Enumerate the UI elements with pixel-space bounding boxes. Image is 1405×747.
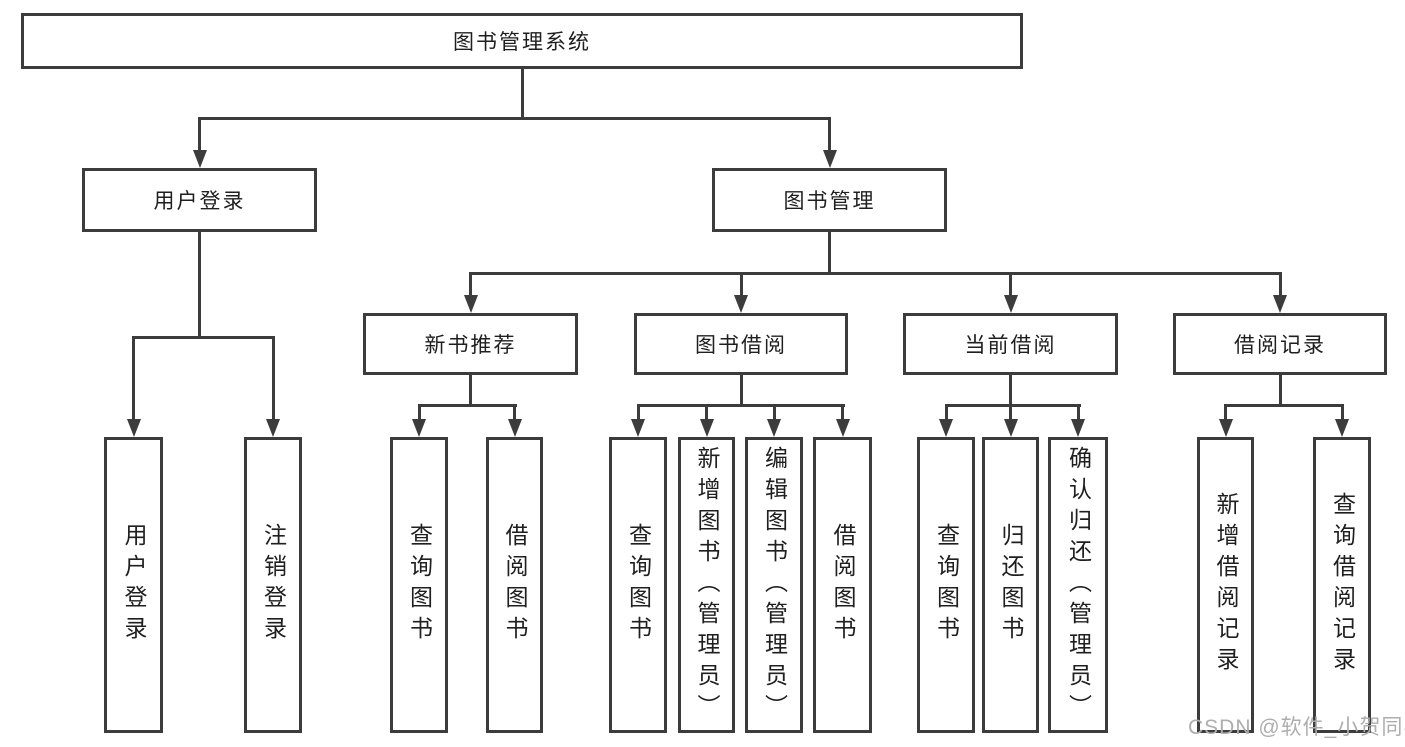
connector-records-stub: [1278, 375, 1282, 407]
arrowhead-r2: [507, 419, 522, 437]
arrowhead-leaf-logout: [266, 419, 280, 437]
connector-current-stub: [1009, 375, 1012, 407]
connector-bookmgmt-stub: [828, 232, 831, 275]
arrowhead-leaf-login: [126, 419, 141, 437]
leaf-query-books-recommend: 查询图书: [390, 437, 448, 733]
connector-drop-c3: [1076, 404, 1080, 421]
leaf-return-books: 归还图书: [982, 437, 1039, 733]
connector-drop-current: [1009, 272, 1012, 298]
connector-drop-leaf-login: [132, 336, 135, 421]
arrowhead-j2: [1335, 419, 1349, 437]
leaf-logout: 注销登录: [244, 437, 302, 733]
connector-drop-c2: [1009, 404, 1012, 421]
connector-drop-records: [1278, 272, 1282, 298]
leaf-add-borrow-record: 新增借阅记录: [1197, 437, 1254, 733]
node-new-book-recommend: 新书推荐: [363, 313, 578, 375]
connector-drop-leaf-logout: [271, 336, 275, 421]
connector-root-horizontal: [198, 117, 831, 120]
connector-drop-user-login: [198, 117, 201, 153]
leaf-borrow-books: 借阅图书: [813, 437, 872, 733]
connector-drop-r1: [417, 404, 421, 421]
leaf-user-login: 用户登录: [104, 437, 163, 733]
connector-drop-j2: [1340, 404, 1344, 421]
arrowhead-c2: [1003, 419, 1018, 437]
connector-userlogin-stub: [198, 232, 201, 339]
connector-drop-j1: [1224, 404, 1227, 421]
connector-recommend-stub: [469, 375, 472, 407]
node-book-management: 图书管理: [712, 168, 947, 232]
leaf-confirm-return-admin: 确认归还（管理员）: [1048, 437, 1108, 733]
arrowhead-b3: [767, 419, 781, 437]
connector-records-horizontal: [1224, 404, 1344, 407]
connector-drop-borrow: [739, 272, 743, 298]
node-root-library-system: 图书管理系统: [21, 13, 1023, 69]
connector-drop-b1: [636, 404, 640, 421]
arrowhead-c3: [1071, 419, 1085, 437]
leaf-query-books-borrow: 查询图书: [609, 437, 667, 733]
arrowhead-j1: [1218, 419, 1233, 437]
connector-drop-b4: [841, 404, 844, 421]
arrowhead-c1: [939, 419, 953, 437]
arrowhead-b1: [631, 419, 645, 437]
node-borrow-records: 借阅记录: [1173, 313, 1387, 375]
leaf-query-borrow-record: 查询借阅记录: [1313, 437, 1371, 733]
leaf-query-books-current: 查询图书: [917, 437, 975, 733]
connector-borrow-horizontal: [636, 404, 845, 407]
connector-userlogin-horizontal: [132, 336, 275, 339]
arrowhead-records: [1273, 295, 1287, 313]
arrowhead-user-login: [192, 150, 207, 168]
connector-drop-recommend: [469, 272, 472, 298]
connector-drop-b3: [772, 404, 776, 421]
node-user-login: 用户登录: [82, 168, 317, 232]
node-current-borrow: 当前借阅: [903, 313, 1118, 375]
connector-root-stub: [520, 69, 524, 120]
arrowhead-r1: [412, 419, 426, 437]
csdn-watermark: CSDN @软件_小贺同学: [1188, 716, 1405, 739]
leaf-add-books-admin: 新增图书（管理员）: [678, 437, 735, 733]
connector-drop-c1: [944, 404, 948, 421]
connector-drop-r2: [513, 404, 516, 421]
connector-borrow-stub: [739, 375, 743, 407]
arrowhead-b4: [835, 419, 850, 437]
arrowhead-book-management: [822, 150, 837, 168]
arrowhead-recommend: [463, 295, 478, 313]
node-book-borrow: 图书借阅: [634, 313, 848, 375]
arrowhead-borrow: [734, 295, 748, 313]
connector-current-horizontal: [944, 404, 1081, 407]
leaf-borrow-books-recommend: 借阅图书: [486, 437, 543, 733]
leaf-edit-books-admin: 编辑图书（管理员）: [745, 437, 803, 733]
arrowhead-b2: [699, 419, 714, 437]
connector-recommend-horizontal: [417, 404, 517, 407]
connector-drop-book-management: [828, 117, 831, 153]
arrowhead-current: [1003, 295, 1018, 313]
connector-bookmgmt-horizontal: [469, 272, 1282, 275]
connector-drop-b2: [705, 404, 708, 421]
